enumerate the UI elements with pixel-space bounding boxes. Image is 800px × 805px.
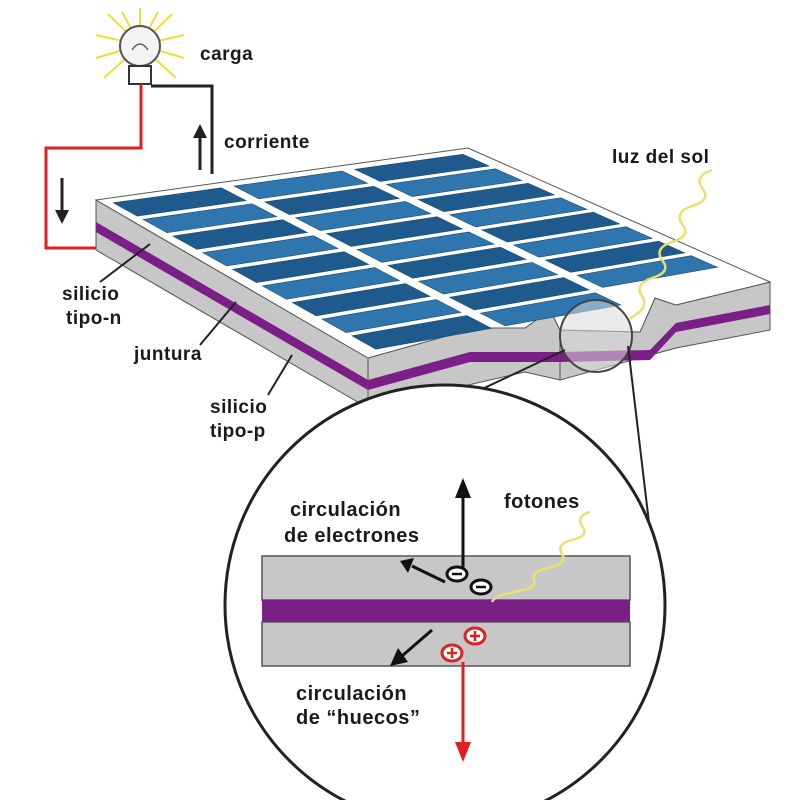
solar-cell xyxy=(112,187,247,217)
photon-ray xyxy=(490,510,591,603)
solar-cell xyxy=(325,216,464,247)
solar-cell xyxy=(353,153,491,182)
hole-icon xyxy=(463,626,487,646)
solar-cells-grid xyxy=(112,153,719,350)
sunlight-ray xyxy=(629,168,713,320)
electron-flow-label-2: de electrones xyxy=(284,525,419,547)
solar-cell xyxy=(512,226,654,258)
solar-cell xyxy=(448,277,591,311)
current-label: corriente xyxy=(224,132,310,153)
electron-icon xyxy=(469,578,493,596)
solar-cell xyxy=(201,235,340,267)
electron-icon xyxy=(445,565,469,583)
solar-cell xyxy=(417,262,559,295)
solar-cell xyxy=(263,185,401,215)
solar-cell xyxy=(291,283,432,317)
p-silicon-label-1: silicio xyxy=(210,397,267,418)
electron-exit-arrow xyxy=(455,478,471,568)
zoom-region-marker xyxy=(559,299,633,373)
solar-cell xyxy=(387,246,527,279)
light-bulb-icon xyxy=(95,8,185,85)
solar-cell xyxy=(321,299,462,333)
solar-cell xyxy=(449,197,588,228)
wire-to-n-silicon xyxy=(44,84,143,250)
hole-exit-arrow xyxy=(455,662,471,762)
load-label: carga xyxy=(200,44,253,65)
solar-cell xyxy=(480,211,621,243)
hole-flow-label-2: de “huecos” xyxy=(296,707,420,729)
zoom-guide-right xyxy=(627,345,653,549)
n-silicon-label-1: silicio xyxy=(62,284,119,305)
p-silicon-label-2: tipo-p xyxy=(210,421,266,442)
n-silicon-label-2: tipo-n xyxy=(66,308,122,329)
solar-cell xyxy=(261,267,401,300)
sunlight-label: luz del sol xyxy=(612,147,709,168)
solar-cell xyxy=(544,240,686,273)
solar-cell xyxy=(142,203,278,234)
solar-cell xyxy=(351,315,493,350)
current-down-arrow xyxy=(55,178,69,224)
solar-cell xyxy=(172,219,309,250)
hole-flow-label-1: circulación xyxy=(296,683,407,705)
pointer-n-silicon xyxy=(99,243,151,283)
n-layer xyxy=(261,555,631,601)
photons-label: fotones xyxy=(504,491,580,513)
solar-cell xyxy=(294,201,432,231)
hole-direction-arrow xyxy=(390,628,433,666)
solar-cell xyxy=(576,255,719,288)
wire-to-panel-top xyxy=(151,84,214,174)
solar-cell xyxy=(231,251,370,283)
pointer-junction xyxy=(199,301,237,346)
pointer-p-silicon xyxy=(267,354,293,396)
solar-cell xyxy=(356,231,496,263)
electron-flow-label-1: circulación xyxy=(290,499,401,521)
junction-layer xyxy=(262,600,630,622)
junction-label: juntura xyxy=(133,344,202,365)
hole-icon xyxy=(440,643,464,663)
current-up-arrow xyxy=(193,124,207,170)
solar-cell xyxy=(233,170,369,200)
solar-cell xyxy=(385,168,523,197)
solar-cell xyxy=(417,182,556,213)
electron-direction-arrow xyxy=(400,558,446,584)
magnified-view xyxy=(223,383,667,805)
